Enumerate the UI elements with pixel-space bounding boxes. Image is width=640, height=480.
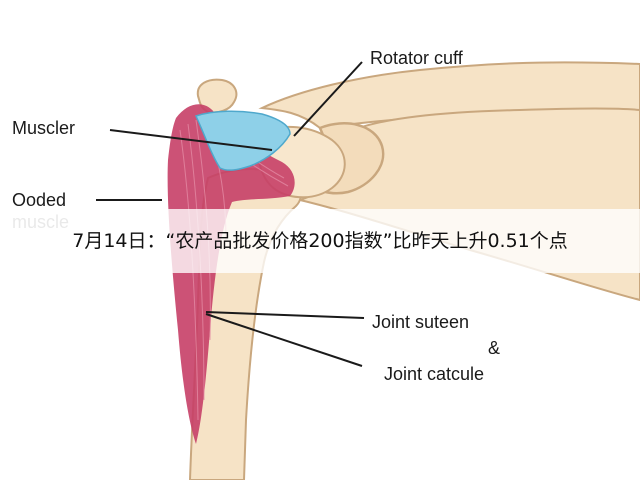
overlay-caption: 7月14日：“农产品批发价格200指数”比昨天上升0.51个点	[72, 230, 568, 252]
label-joint-suteen: Joint suteen	[372, 312, 470, 332]
label-joint-catcule: Joint catcule	[384, 364, 485, 384]
leader-joint-suteen	[205, 311, 365, 319]
cartilage-patch	[194, 110, 291, 171]
label-ooded: Ooded	[12, 190, 67, 210]
leader-muscler	[109, 129, 273, 151]
label-ampersand: &	[488, 338, 501, 358]
caption-band	[0, 209, 640, 273]
leader-rotator-cuff	[293, 61, 363, 137]
leader-joint-catcule	[205, 313, 363, 367]
label-rotator-cuff: Rotator cuff	[370, 48, 463, 68]
label-muscler: Muscler	[12, 118, 76, 138]
muscle-mass	[167, 104, 295, 445]
